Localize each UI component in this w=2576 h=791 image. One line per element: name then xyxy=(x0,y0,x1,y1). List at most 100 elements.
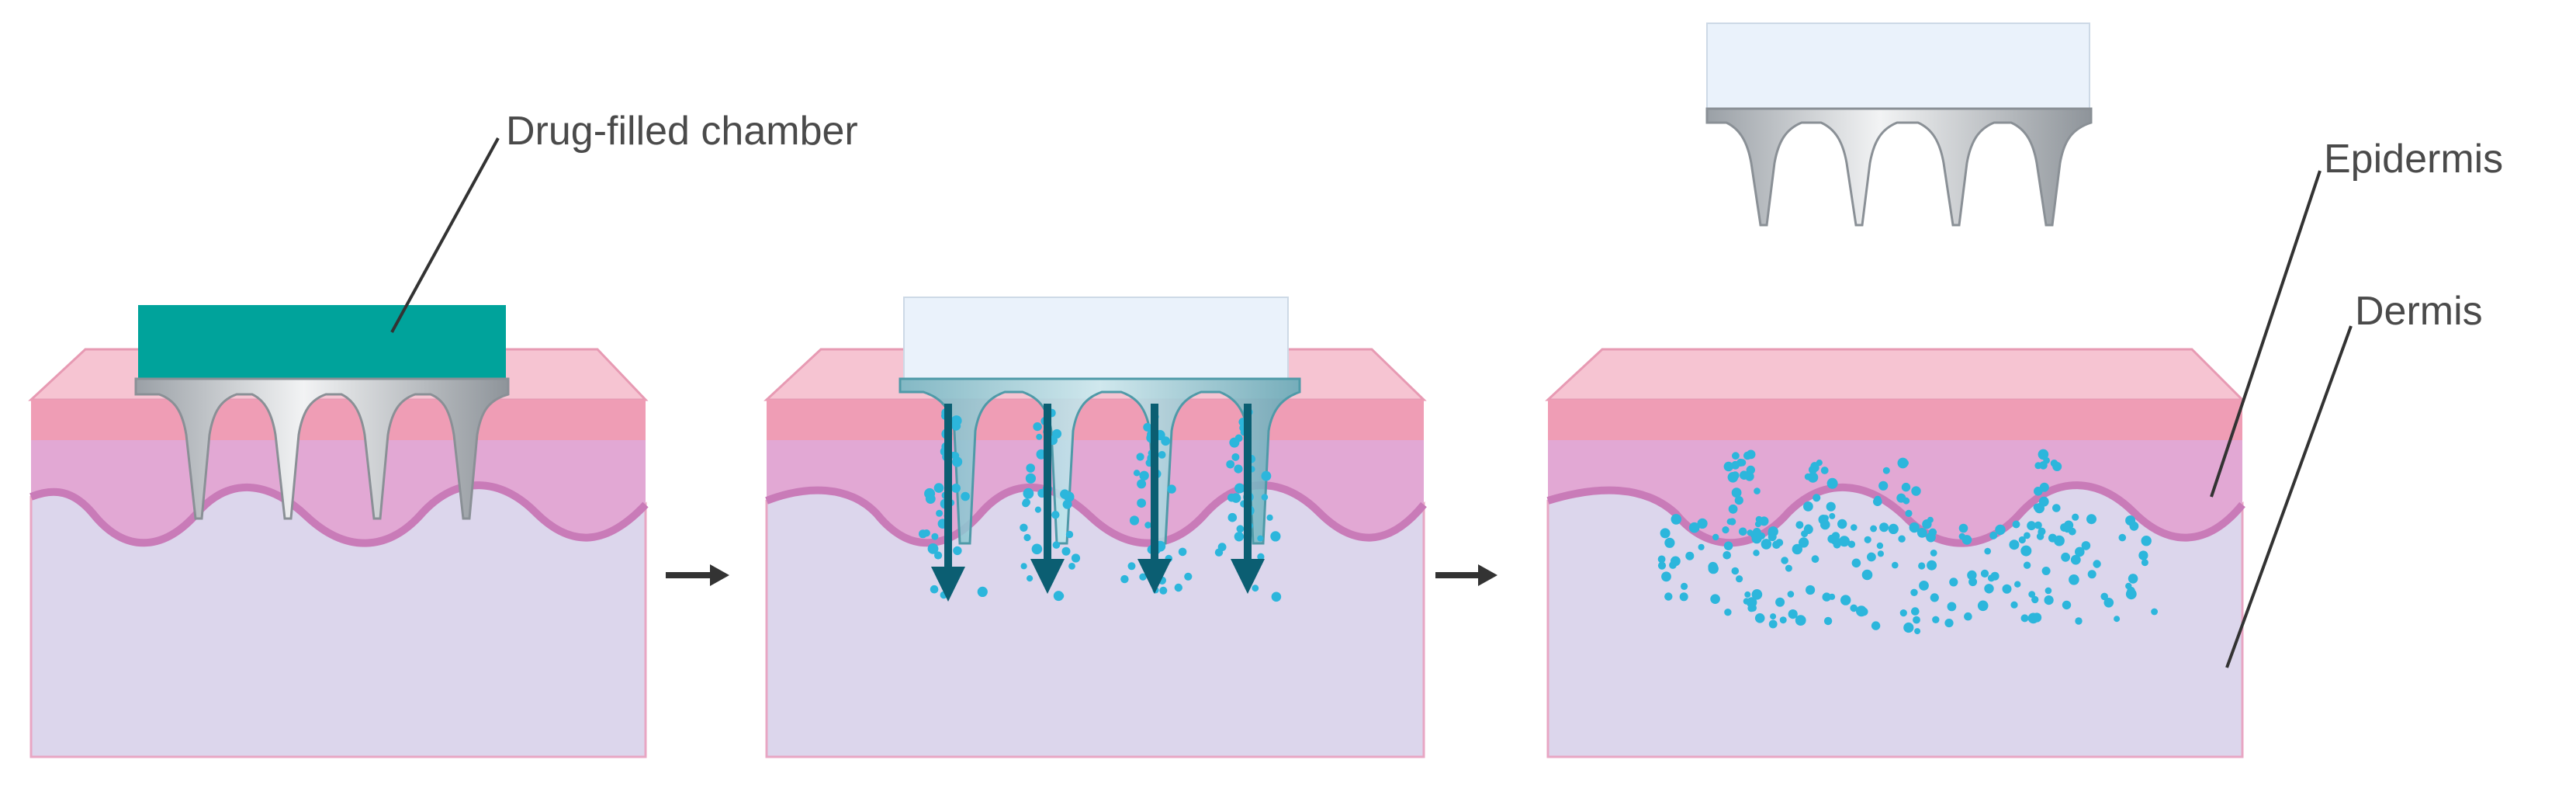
drug-particle xyxy=(2023,561,2031,569)
drug-particle xyxy=(2064,526,2071,533)
skin-top-surface xyxy=(1545,348,2245,401)
drug-particle xyxy=(2129,521,2139,531)
drug-particle xyxy=(1178,547,1187,557)
drug-particle xyxy=(1671,514,1682,525)
drug-filled-chamber xyxy=(138,305,506,379)
drug-particle xyxy=(1877,550,1884,557)
drug-particle xyxy=(2086,514,2096,525)
drug-particle xyxy=(977,586,988,598)
drug-particle xyxy=(1879,522,1889,533)
drug-particle xyxy=(1728,504,1738,514)
drug-particle xyxy=(1768,619,1778,629)
drug-particle xyxy=(1671,556,1681,567)
drug-particle xyxy=(1129,515,1140,526)
drug-particle xyxy=(1870,525,1878,533)
drug-particle xyxy=(1271,592,1282,602)
drug-particle xyxy=(1231,493,1241,503)
drug-particle xyxy=(1747,529,1754,536)
drug-particle xyxy=(1023,533,1031,542)
drug-particle xyxy=(1919,581,1929,591)
drug-particle xyxy=(1990,571,2000,581)
drug-particle xyxy=(1227,512,1238,522)
drug-particle xyxy=(1068,563,1075,570)
drug-particle xyxy=(933,483,944,493)
skin-block-2 xyxy=(763,297,1427,758)
drug-particle xyxy=(1184,572,1193,581)
drug-particle xyxy=(1850,604,1858,612)
diffusion-arrow-icon xyxy=(1137,404,1172,594)
drug-particle xyxy=(1740,470,1749,480)
drug-particle xyxy=(1723,551,1731,560)
drug-particle xyxy=(2050,460,2058,467)
drug-particle xyxy=(1252,585,1259,592)
drug-particle xyxy=(1161,436,1171,446)
drug-particle xyxy=(2114,616,2121,623)
drug-particle xyxy=(1679,592,1688,602)
drug-particle xyxy=(1788,609,1798,619)
drug-particle xyxy=(1697,518,1708,529)
drug-particle xyxy=(953,422,961,430)
drug-particle xyxy=(1027,575,1034,582)
drug-particle xyxy=(1743,598,1750,605)
drug-particle xyxy=(1899,609,1907,617)
drug-particle xyxy=(2044,595,2054,605)
drug-particle xyxy=(1034,506,1041,513)
drug-particle xyxy=(1261,494,1269,501)
drug-particle xyxy=(1062,499,1072,509)
skin-block-3 xyxy=(1545,348,2245,758)
drug-particle xyxy=(1034,423,1042,431)
drug-particle xyxy=(1234,532,1245,542)
drug-particle xyxy=(1909,522,1920,533)
drug-particle xyxy=(2151,608,2159,616)
drug-particle xyxy=(1947,602,1957,612)
drug-particle xyxy=(2069,574,2079,585)
drug-particle xyxy=(1022,498,1030,507)
drug-particle xyxy=(2034,521,2042,529)
drug-particle xyxy=(1031,543,1043,555)
drug-particle xyxy=(2018,536,2026,544)
drug-particle xyxy=(1753,550,1760,557)
drug-particle xyxy=(1234,483,1245,494)
drug-particle xyxy=(1876,542,1884,550)
drug-particle xyxy=(961,491,970,501)
drug-particle xyxy=(1731,487,1742,498)
drug-particle xyxy=(1878,480,1889,491)
drug-particle xyxy=(1133,470,1141,477)
drug-particle xyxy=(1744,591,1751,598)
drug-particle xyxy=(1167,484,1176,494)
dermis-label: Dermis xyxy=(2355,289,2483,334)
drug-particle xyxy=(1851,524,1858,531)
drug-particle xyxy=(1930,550,1937,557)
drug-particle xyxy=(931,533,939,540)
drug-particle xyxy=(2103,598,2114,608)
drug-particle xyxy=(1840,595,1851,605)
drug-particle xyxy=(1120,574,1129,584)
drug-particle xyxy=(1882,467,1890,474)
drug-particle xyxy=(1826,477,1838,489)
drug-particle xyxy=(1734,496,1743,505)
drug-particle xyxy=(2054,535,2065,546)
drug-particle xyxy=(1813,494,1821,502)
drug-particle xyxy=(1020,523,1028,532)
removed-microneedle-patch xyxy=(1705,23,2093,227)
drug-particle xyxy=(1708,561,1718,572)
basement-membrane xyxy=(765,481,1427,547)
drug-particle xyxy=(1214,548,1224,557)
drug-particle xyxy=(1779,616,1787,624)
drug-particle xyxy=(1712,533,1719,541)
drug-particle xyxy=(2039,482,2049,492)
drug-particle xyxy=(2027,521,2037,531)
drug-particle xyxy=(2127,586,2135,595)
drug-particle xyxy=(1980,569,1989,578)
drug-particle xyxy=(1685,551,1695,560)
drug-particle xyxy=(1799,537,1809,548)
drug-particle xyxy=(1752,528,1761,536)
drug-particle xyxy=(1768,529,1775,537)
drug-particle xyxy=(1901,482,1911,492)
drug-particle xyxy=(936,509,943,517)
drug-particle xyxy=(1984,584,1994,594)
drug-particle xyxy=(1770,613,1777,620)
drug-particle xyxy=(1657,561,1667,570)
drug-particle xyxy=(1729,518,1736,526)
